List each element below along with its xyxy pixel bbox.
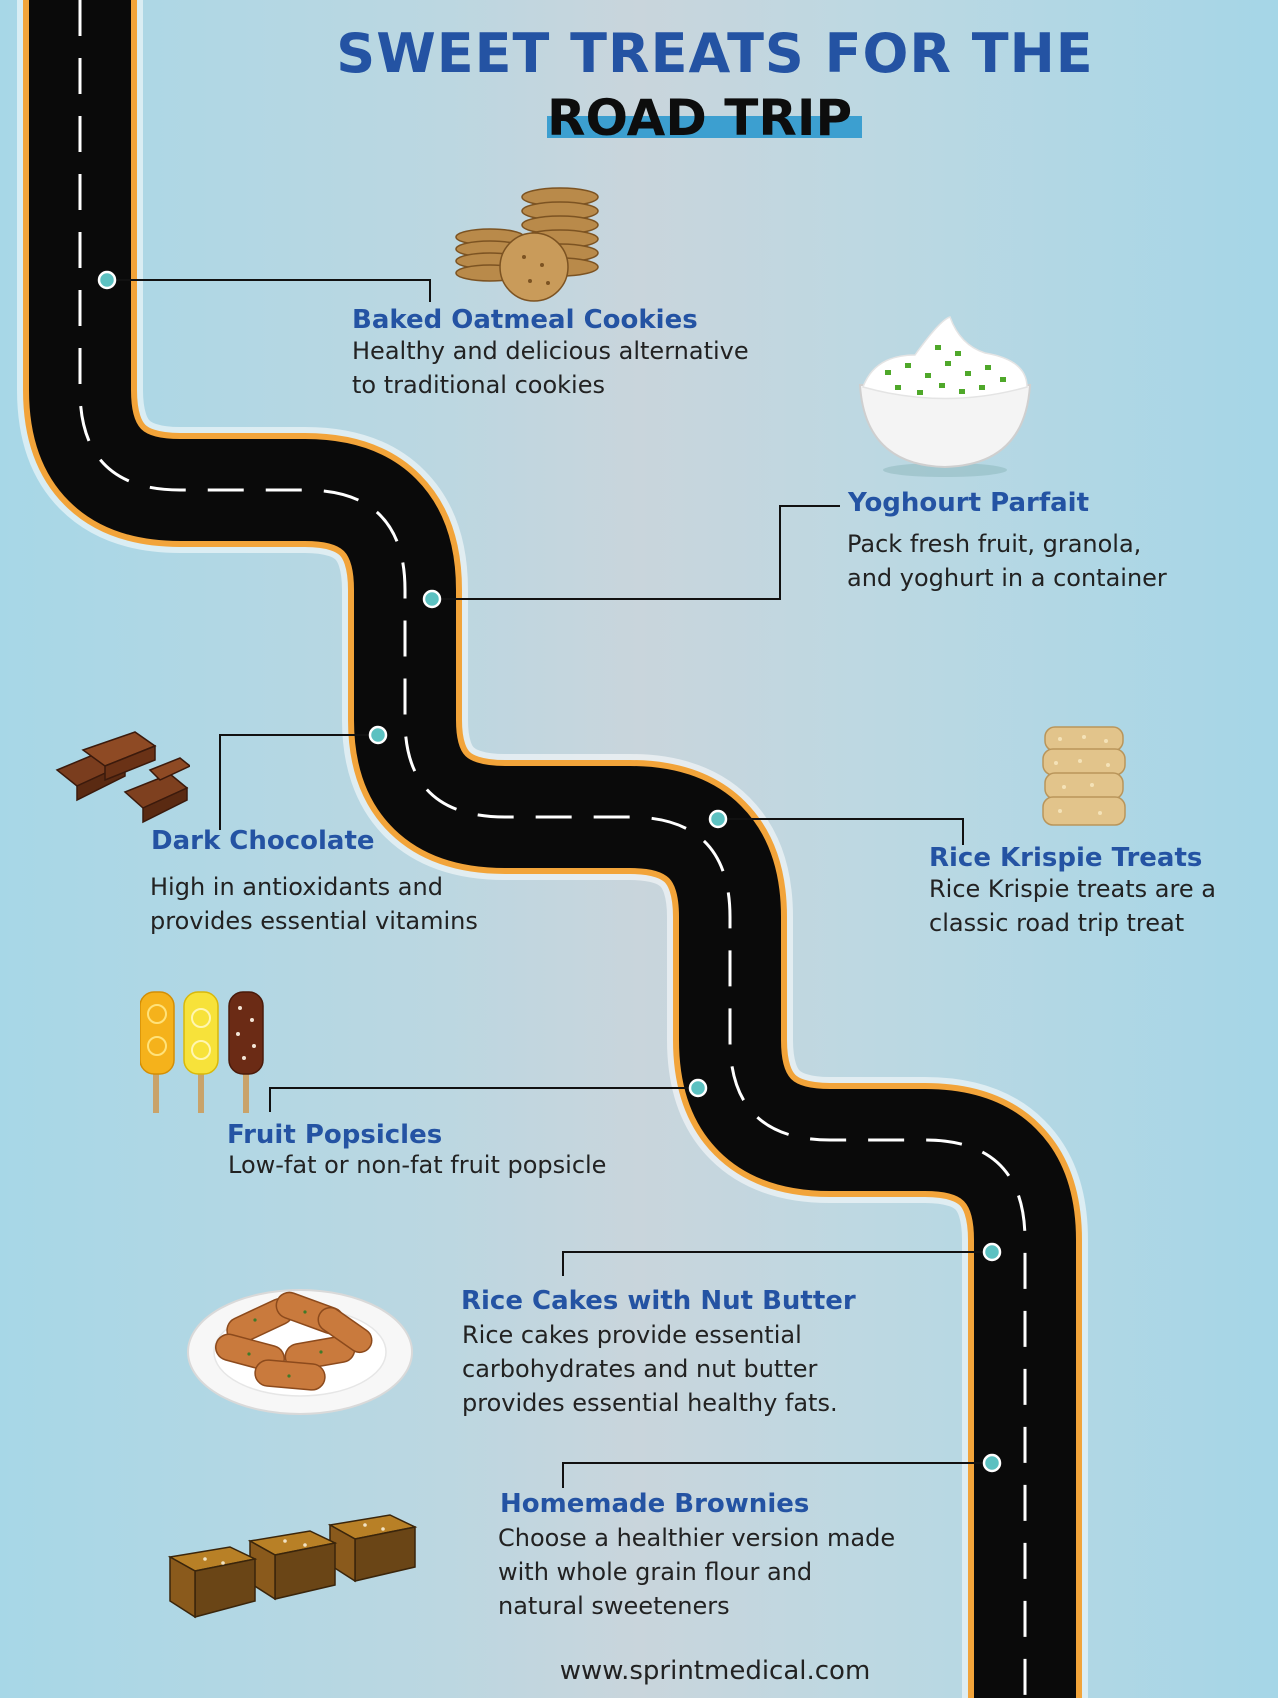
title-line-1: SWEET TREATS FOR THE [336, 22, 1094, 85]
description-line: and yoghurt in a container [847, 564, 1167, 592]
description-line: classic road trip treat [929, 909, 1185, 937]
treat-title-dark-chocolate: Dark Chocolate [151, 826, 375, 856]
treat-description-oatmeal-cookies: Healthy and delicious alternative to tra… [352, 334, 749, 402]
road-marker [97, 270, 117, 290]
road-marker [982, 1453, 1002, 1473]
treat-description-rice-krispie-treats: Rice Krispie treats are a classic road t… [929, 872, 1216, 940]
description-line: Rice cakes provide essential [462, 1321, 802, 1349]
treat-title-homemade-brownies: Homemade Brownies [500, 1489, 810, 1519]
treat-title-fruit-popsicles: Fruit Popsicles [227, 1120, 443, 1150]
description-line: Healthy and delicious alternative [352, 337, 749, 365]
treat-title-rice-krispie-treats: Rice Krispie Treats [929, 843, 1203, 873]
cookies-image [455, 187, 599, 302]
description-line: Rice Krispie treats are a [929, 875, 1216, 903]
description-line: with whole grain flour and [498, 1558, 813, 1586]
treat-title-yoghourt-parfait: Yoghourt Parfait [848, 488, 1090, 518]
treat-description-dark-chocolate: High in antioxidants and provides essent… [150, 870, 478, 938]
yoghurt-bowl-image [858, 316, 1032, 477]
description-line: to traditional cookies [352, 371, 605, 399]
footer-url[interactable]: www.sprintmedical.com [559, 1656, 871, 1686]
road-marker [688, 1078, 708, 1098]
popsicles-image [140, 991, 264, 1113]
description-line: Pack fresh fruit, granola, [847, 530, 1142, 558]
brownies-image [167, 1514, 418, 1619]
treat-description-rice-cakes: Rice cakes provide essential carbohydrat… [462, 1318, 838, 1420]
description-line: carbohydrates and nut butter [462, 1355, 818, 1383]
treat-description-fruit-popsicles: Low-fat or non-fat fruit popsicle [228, 1148, 606, 1182]
description-line: Choose a healthier version made [498, 1524, 896, 1552]
description-line: provides essential healthy fats. [462, 1389, 838, 1417]
road-marker [708, 809, 728, 829]
description-line: High in antioxidants and [150, 873, 443, 901]
rice-krispie-image [1042, 726, 1126, 826]
description-line: provides essential vitamins [150, 907, 478, 935]
treat-title-oatmeal-cookies: Baked Oatmeal Cookies [352, 305, 698, 335]
road-marker [982, 1242, 1002, 1262]
connector-lines [107, 279, 992, 1488]
chocolate-image [55, 731, 190, 824]
road-marker [422, 589, 442, 609]
rice-cakes-plate-image [187, 1289, 413, 1415]
treat-description-homemade-brownies: Choose a healthier version made with who… [498, 1521, 895, 1623]
title-line-2: ROAD TRIP [547, 89, 853, 147]
description-line: Low-fat or non-fat fruit popsicle [228, 1151, 607, 1179]
treat-title-rice-cakes: Rice Cakes with Nut Butter [461, 1286, 856, 1316]
description-line: natural sweeteners [498, 1592, 730, 1620]
treat-description-yoghourt-parfait: Pack fresh fruit, granola, and yoghurt i… [847, 527, 1167, 595]
title-highlight [547, 116, 862, 138]
road-marker [368, 725, 388, 745]
